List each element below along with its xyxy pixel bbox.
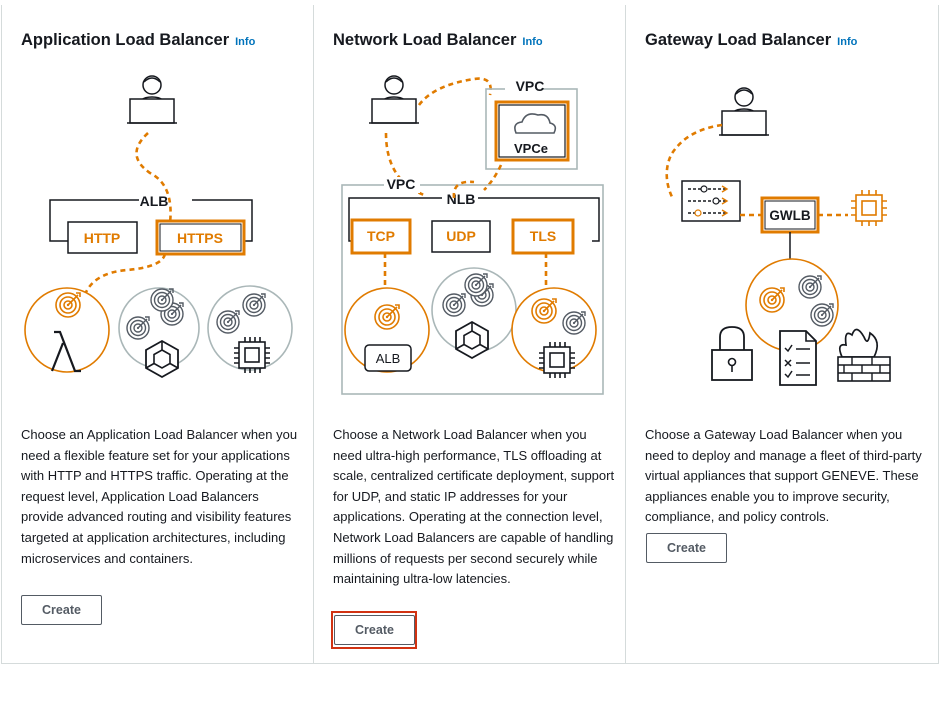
nlb-info-link[interactable]: Info [522,36,543,48]
lock-icon [711,326,753,381]
connection-line [665,123,723,198]
connection-line [82,253,167,298]
connection-line [483,164,503,191]
target-icon [798,275,822,299]
create-button-highlight [331,611,417,649]
alb-info-link[interactable]: Info [235,36,256,48]
chip-icon [538,341,576,379]
tcp-listener-box [350,218,412,255]
gwlb-card: Gateway Load Balancer Info GWLB [626,5,939,663]
target-icon [562,311,586,335]
udp-listener-label: UDP [446,228,476,244]
target-icon [464,273,488,297]
alb-description: Choose an Application Load Balancer when… [21,427,298,566]
vpc-endpoint-label: VPCe [514,141,548,156]
load-balancer-type-selector: Application Load Balancer Info ALB HTTP H… [1,5,939,664]
tcp-listener-label: TCP [367,228,395,244]
lambda-icon [50,330,81,373]
tls-listener-box [511,218,575,255]
http-listener-box [67,221,138,254]
https-listener-box [155,219,246,256]
connection-line [452,180,475,199]
vpc-top-label: VPC [516,78,545,94]
cloud-icon [514,113,557,134]
nlb-card-header: Network Load Balancer Info [333,31,543,50]
user-laptop-icon [718,87,770,136]
alb-card: Application Load Balancer Info ALB HTTP H… [2,5,314,663]
vpc-label-bg [384,177,420,193]
nlb-card: Network Load Balancer Info VPC VPCe VPC N… [314,5,626,663]
connection-line [135,132,172,224]
user-laptop-icon [126,75,178,124]
firewall-icon [837,328,891,382]
target-icon [55,292,81,318]
http-listener-label: HTTP [84,230,121,246]
gwlb-label: GWLB [769,208,810,223]
alb-group-label: ALB [140,193,169,209]
https-listener-inner [159,223,242,252]
alb-group-bracket [49,199,253,242]
target-icon [442,293,466,317]
nlb-illustration: VPC VPCe VPC NLB TCP UDP TLS ALB [341,75,604,395]
https-listener-label: HTTPS [177,230,223,246]
nlb-create-button[interactable]: Create [334,615,415,645]
gwlb-card-title: Gateway Load Balancer [645,31,832,49]
target-icon [531,298,557,324]
chip-icon [233,336,271,374]
connection-line [383,253,548,290]
alb-target-label: ALB [376,351,401,366]
connection-line [417,77,492,106]
connection-line [384,132,425,197]
vpc-top-label-bg [505,78,541,94]
gwlb-description: Choose a Gateway Load Balancer when you … [645,427,922,525]
target-icon [374,304,400,330]
container-icon [455,321,489,359]
gwlb-card-header: Gateway Load Balancer Info [645,31,857,50]
udp-listener-box [431,220,491,253]
chip-icon [855,194,883,222]
gwlb-info-link[interactable]: Info [837,36,858,48]
alb-create-button[interactable]: Create [21,595,102,625]
alb-illustration: ALB HTTP HTTPS [24,75,293,378]
nlb-group-label: NLB [447,191,476,207]
container-icon [145,340,179,378]
gwlb-illustration: GWLB [665,87,891,386]
vpc-endpoint-inner [498,104,566,158]
vpc-label: VPC [387,176,416,192]
gwlb-box-inner [764,200,816,230]
alb-card-header: Application Load Balancer Info [21,31,255,50]
alb-target-box [364,344,412,372]
checklist-icon [779,330,817,386]
lambda-target-group [24,287,110,373]
nlb-description: Choose a Network Load Balancer when you … [333,427,615,587]
target-icon [242,293,266,317]
vpc-endpoint-box [494,100,570,162]
vpc-boundary [341,184,604,395]
target-icon [150,288,174,312]
filter-arrows [721,185,729,217]
target-icon [126,316,150,340]
target-icon [759,287,785,313]
filter-icon [688,188,726,214]
gwlb-create-button[interactable]: Create [646,533,727,563]
target-icon [810,303,834,327]
nlb-card-title: Network Load Balancer [333,31,517,49]
alb-card-title: Application Load Balancer [21,31,230,49]
user-laptop-icon [368,75,420,124]
tls-listener-label: TLS [530,228,556,244]
target-icon [216,310,240,334]
